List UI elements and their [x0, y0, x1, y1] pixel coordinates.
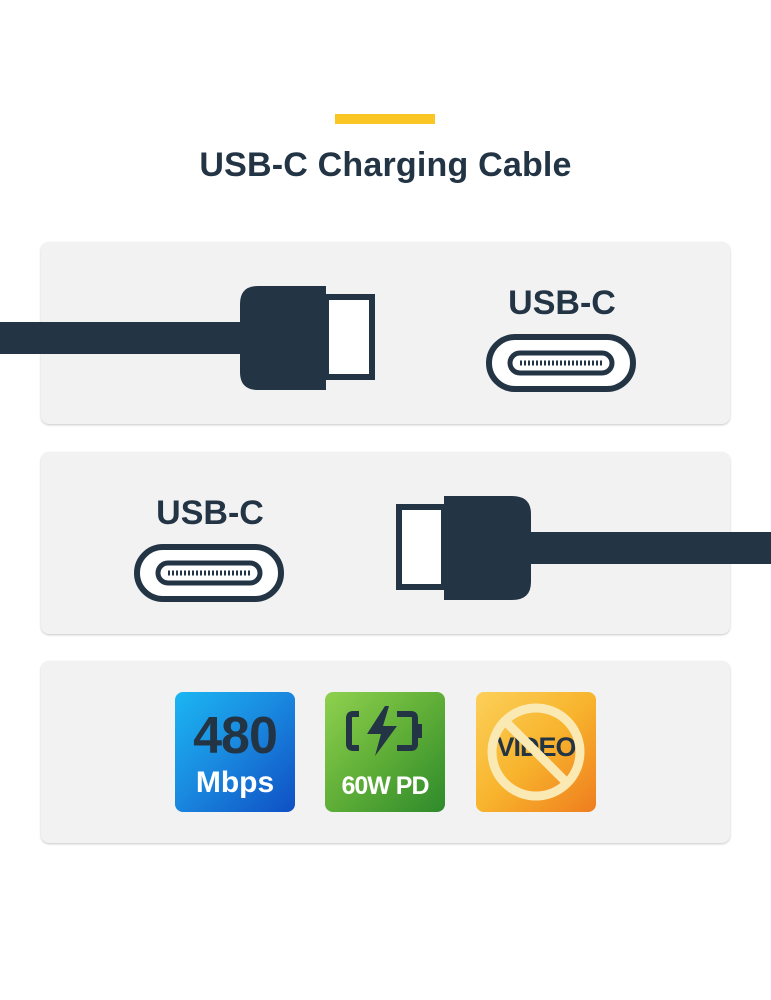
- usb-c-port-icon: [134, 544, 284, 602]
- speed-value: 480: [193, 707, 278, 765]
- power-label: 60W PD: [341, 772, 429, 800]
- connector-label: USB-C: [508, 284, 616, 322]
- no-video-badge: VIDEO: [476, 692, 596, 812]
- power-delivery-badge: 60W PD: [325, 692, 445, 812]
- speed-unit: Mbps: [195, 766, 275, 799]
- speed-badge: 480 Mbps: [175, 692, 295, 812]
- battery-charging-icon: [346, 706, 422, 756]
- cable-plug-right-icon: [396, 496, 771, 600]
- cable-plug-left-icon: [0, 286, 375, 390]
- page-title: USB-C Charging Cable: [199, 146, 572, 184]
- connector-label: USB-C: [156, 494, 264, 532]
- no-video-icon: [487, 703, 585, 801]
- usb-c-port-icon: [486, 334, 636, 392]
- title-accent-bar: [335, 114, 435, 124]
